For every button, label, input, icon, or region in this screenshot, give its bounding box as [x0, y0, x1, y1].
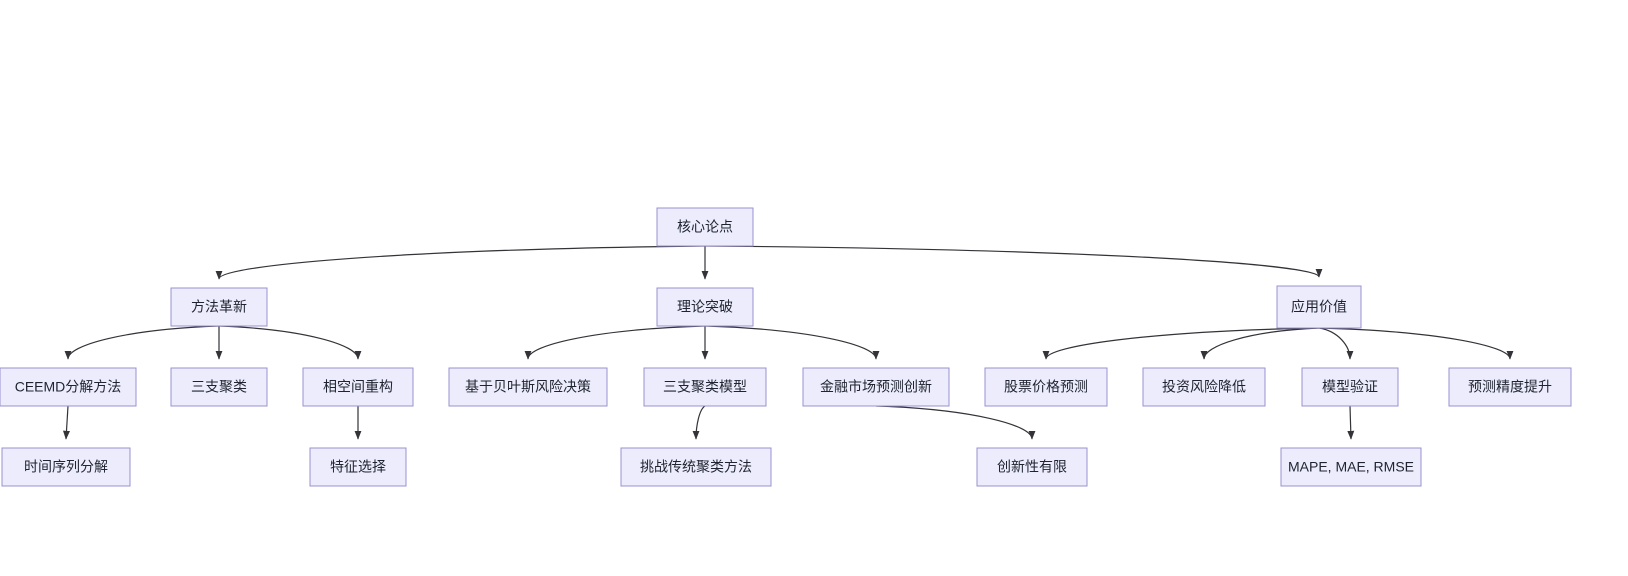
node-label-l2b2: 三支聚类模型: [663, 379, 747, 395]
node-l2a1[interactable]: CEEMD分解方法: [0, 367, 137, 407]
node-box-l3b1[interactable]: [620, 447, 772, 487]
edge-root-to-l1c: [704, 245, 1323, 278]
edge-l1a-to-l2a1: [64, 325, 220, 360]
node-box-l2a2[interactable]: [170, 367, 268, 407]
node-l2a3[interactable]: 相空间重构: [302, 367, 414, 407]
node-label-l2c3: 模型验证: [1322, 379, 1378, 395]
edge-l2b2-to-l3b1: [692, 405, 706, 440]
node-box-l2c2[interactable]: [1142, 367, 1266, 407]
node-box-l1a[interactable]: [170, 287, 268, 327]
edge-l1c-to-l2c4: [1318, 327, 1514, 360]
node-box-l3c1[interactable]: [1280, 447, 1422, 487]
node-label-l3a1: 时间序列分解: [24, 459, 108, 475]
node-l3c1[interactable]: MAPE, MAE, RMSE: [1280, 447, 1422, 487]
node-label-l3c1: MAPE, MAE, RMSE: [1288, 459, 1414, 475]
node-box-l3b2[interactable]: [976, 447, 1088, 487]
node-box-l1c[interactable]: [1276, 285, 1362, 329]
node-label-l2b1: 基于贝叶斯风险决策: [465, 379, 591, 395]
node-box-l2b3[interactable]: [802, 367, 950, 407]
edge-root-to-l1a: [215, 245, 706, 280]
node-box-l2b2[interactable]: [643, 367, 767, 407]
node-l3b1[interactable]: 挑战传统聚类方法: [620, 447, 772, 487]
edge-l1b-to-l2b3: [704, 325, 880, 360]
node-box-l2c3[interactable]: [1301, 367, 1399, 407]
edge-l1a-to-l2a3: [218, 325, 362, 360]
edge-l2c3-to-l3c1: [1347, 405, 1355, 440]
node-box-l2c4[interactable]: [1448, 367, 1572, 407]
node-l2c3[interactable]: 模型验证: [1301, 367, 1399, 407]
node-l3a1[interactable]: 时间序列分解: [1, 447, 131, 487]
node-l3b2[interactable]: 创新性有限: [976, 447, 1088, 487]
node-label-l1c: 应用价值: [1291, 299, 1347, 315]
node-label-l2c1: 股票价格预测: [1004, 379, 1088, 395]
node-l1c[interactable]: 应用价值: [1276, 285, 1362, 329]
node-l2c2[interactable]: 投资风险降低: [1142, 367, 1266, 407]
node-l1b[interactable]: 理论突破: [656, 287, 754, 327]
node-box-l2b1[interactable]: [448, 367, 608, 407]
node-l2a2[interactable]: 三支聚类: [170, 367, 268, 407]
edge-l1b-to-l2b1: [524, 325, 706, 360]
node-label-l1b: 理论突破: [677, 299, 733, 315]
node-root[interactable]: 核心论点: [656, 207, 754, 247]
node-label-l2a3: 相空间重构: [323, 379, 393, 395]
node-box-l2a1[interactable]: [0, 367, 137, 407]
node-box-l1b[interactable]: [656, 287, 754, 327]
node-box-l2c1[interactable]: [984, 367, 1108, 407]
node-box-l2a3[interactable]: [302, 367, 414, 407]
edge-l2b3-to-l3b2: [875, 405, 1036, 440]
edge-l1c-to-l2c3: [1318, 327, 1354, 360]
node-l2b1[interactable]: 基于贝叶斯风险决策: [448, 367, 608, 407]
node-box-root[interactable]: [656, 207, 754, 247]
node-l3a2[interactable]: 特征选择: [309, 447, 407, 487]
node-label-l2a1: CEEMD分解方法: [15, 379, 122, 395]
edge-l2a1-to-l3a1: [63, 405, 70, 440]
node-l2c1[interactable]: 股票价格预测: [984, 367, 1108, 407]
node-l2b2[interactable]: 三支聚类模型: [643, 367, 767, 407]
node-box-l3a1[interactable]: [1, 447, 131, 487]
node-l2c4[interactable]: 预测精度提升: [1448, 367, 1572, 407]
node-label-l3b2: 创新性有限: [997, 459, 1067, 475]
edges-layer: [63, 245, 1514, 440]
node-label-l2a2: 三支聚类: [191, 379, 247, 395]
node-box-l3a2[interactable]: [309, 447, 407, 487]
node-label-l3a2: 特征选择: [330, 459, 386, 475]
node-l1a[interactable]: 方法革新: [170, 287, 268, 327]
node-label-l2c2: 投资风险降低: [1162, 379, 1246, 395]
node-l2b3[interactable]: 金融市场预测创新: [802, 367, 950, 407]
edge-l1c-to-l2c1: [1042, 327, 1320, 360]
node-label-l2c4: 预测精度提升: [1468, 379, 1552, 395]
node-label-l1a: 方法革新: [191, 299, 247, 315]
node-label-root: 核心论点: [677, 219, 733, 235]
node-label-l2b3: 金融市场预测创新: [820, 379, 932, 395]
node-label-l3b1: 挑战传统聚类方法: [640, 459, 752, 475]
edge-l1c-to-l2c2: [1200, 327, 1320, 360]
